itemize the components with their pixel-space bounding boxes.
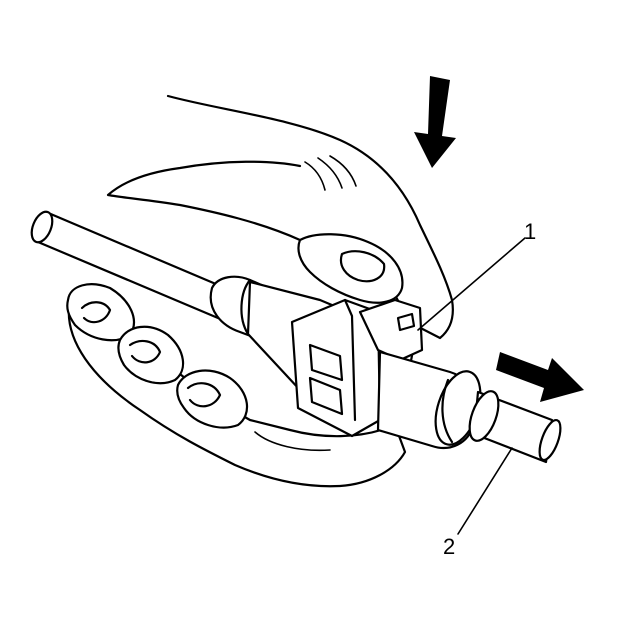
retainer-clip-window-top bbox=[308, 343, 344, 382]
thumb-nail bbox=[339, 250, 386, 283]
fuel-pipe-left bbox=[30, 210, 232, 320]
upper-hand-wrinkle-1 bbox=[304, 161, 326, 191]
fuel-pipe-left-end bbox=[30, 210, 54, 244]
callout-1-label: 1 bbox=[524, 219, 537, 244]
lower-finger-1-nail bbox=[80, 301, 112, 324]
leader-line-1 bbox=[417, 237, 526, 331]
fuel-pipe-right-flare bbox=[468, 390, 500, 442]
fuel-pipe-right-end bbox=[538, 418, 562, 462]
thumb bbox=[297, 233, 404, 304]
retainer-clip-tab-slot bbox=[396, 312, 416, 332]
lower-finger-3-nail bbox=[186, 382, 222, 408]
retainer-clip-edge bbox=[343, 298, 357, 422]
upper-hand bbox=[106, 94, 454, 340]
connector-front-lip bbox=[441, 378, 454, 444]
connector-collar-edge bbox=[240, 278, 252, 336]
upper-hand-wrinkle-2 bbox=[317, 157, 343, 189]
callout-2-label: 2 bbox=[443, 534, 456, 559]
lower-hand-crease bbox=[254, 431, 331, 452]
retainer-clip bbox=[290, 298, 424, 438]
lower-finger-2-nail bbox=[128, 339, 162, 364]
lower-finger-2 bbox=[117, 325, 185, 385]
fuel-pipe-right bbox=[468, 390, 562, 464]
leader-line-2 bbox=[457, 447, 513, 535]
press-down-arrow bbox=[414, 76, 456, 168]
retainer-clip-window-bottom bbox=[308, 376, 344, 416]
quick-connect-fitting bbox=[209, 275, 482, 450]
upper-hand-wrinkle-3 bbox=[329, 155, 357, 187]
lower-hand bbox=[66, 283, 407, 488]
pull-apart-arrow bbox=[496, 352, 584, 402]
